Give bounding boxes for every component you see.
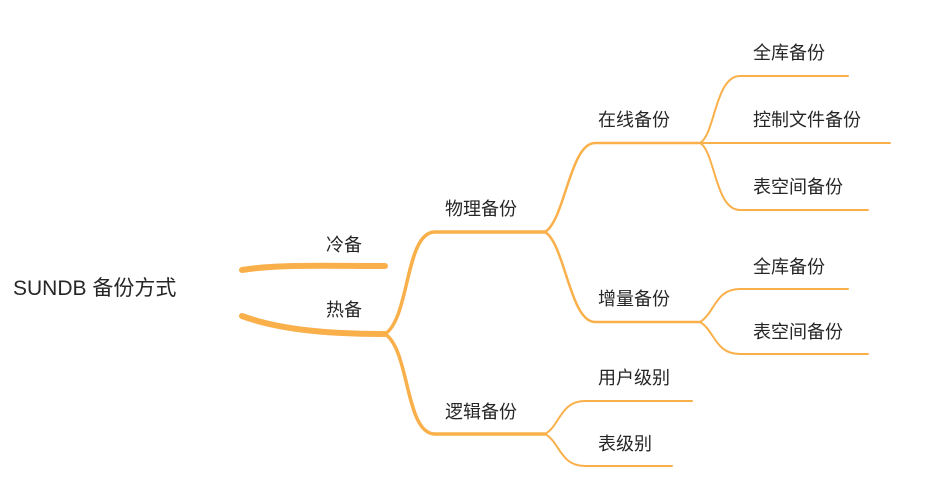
- node-physical-backup: 物理备份: [445, 199, 517, 220]
- node-incremental-tablespace-backup: 表空间备份: [753, 322, 843, 343]
- node-incremental-backup: 增量备份: [598, 289, 670, 310]
- node-hot-backup: 热备: [326, 300, 362, 321]
- branch-physical-online: [543, 141, 702, 234]
- node-cold-backup: 冷备: [326, 235, 362, 256]
- branch-hot-physical: [383, 230, 547, 336]
- branch-incremental-tablespace: [699, 321, 869, 355]
- branch-online-tablespace: [699, 142, 869, 211]
- node-incremental-full-backup: 全库备份: [753, 257, 825, 278]
- branch-online-full: [699, 75, 849, 144]
- node-online-tablespace-backup: 表空间备份: [753, 177, 843, 198]
- branch-hot-logical: [383, 332, 547, 436]
- branch-logical-user: [544, 400, 693, 435]
- node-user-level: 用户级别: [598, 368, 670, 389]
- branch-incremental-full: [699, 288, 849, 323]
- node-online-backup: 在线备份: [598, 110, 670, 131]
- branch-physical-incremental: [543, 230, 702, 324]
- node-online-full-backup: 全库备份: [753, 43, 825, 64]
- root-node-label: SUNDB 备份方式: [13, 277, 176, 300]
- branch-root-hot: [239, 313, 388, 337]
- branch-root-cold: [239, 262, 388, 273]
- node-control-file-backup: 控制文件备份: [753, 110, 861, 131]
- branch-logical-table: [544, 433, 673, 467]
- node-logical-backup: 逻辑备份: [445, 402, 517, 423]
- node-table-level: 表级别: [598, 434, 652, 455]
